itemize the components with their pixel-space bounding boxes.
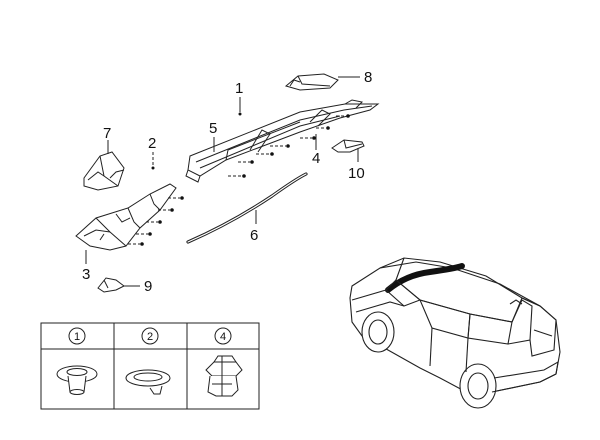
callout-9: 9 [144,278,152,295]
part-10-bracket [331,139,365,153]
part-9-clip [97,277,125,293]
callout-8: 8 [364,69,372,86]
callout-2: 2 [148,135,156,152]
callout-6: 6 [250,227,258,244]
header-label-4: 4 [220,331,226,343]
callout-7: 7 [103,125,111,142]
table-header-1: 1 [68,327,86,345]
vehicle-locator [349,257,561,409]
part-7-side-cowl-piece [83,151,125,191]
part-3-clip-leaders [128,197,180,245]
callout-5: 5 [209,120,217,137]
table-header-2: 2 [141,327,159,345]
part-1-clip-dots [242,114,350,178]
part-8-cowl-end-piece [284,73,339,91]
fastener-table: 1 2 4 [40,322,260,410]
callout-10: 10 [348,165,365,182]
part-1-cowl-grille [185,99,380,183]
push-pin-clip-icon [56,365,98,395]
callout-1: 1 [235,80,243,97]
table-header-4: 4 [214,327,232,345]
part-1-clip-leaders [228,115,346,177]
callout-4: 4 [312,150,320,167]
header-label-1: 1 [74,331,80,343]
part-3-clip-dots [140,196,184,246]
header-label-2: 2 [147,331,153,343]
retainer-clip-icon [205,355,243,397]
flat-cap-clip-icon [125,369,171,395]
callout-3: 3 [82,266,90,283]
part-3-lower-cowl-panel [75,183,177,251]
